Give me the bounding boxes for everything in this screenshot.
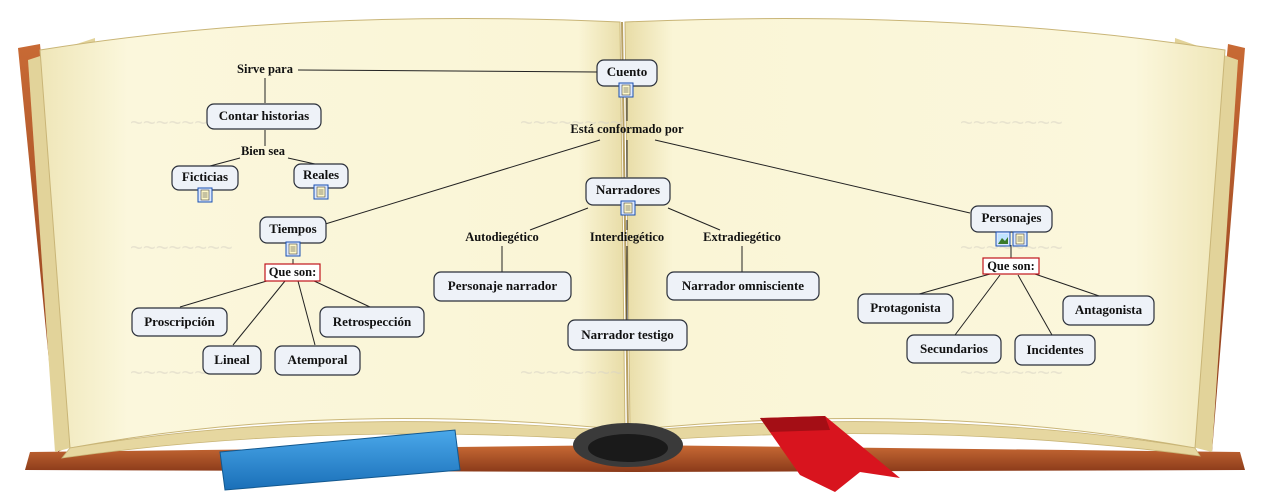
document-icon[interactable] (313, 184, 329, 200)
concept-lineal-label: Lineal (214, 352, 250, 367)
concept-contar-historias[interactable]: Contar historias (206, 103, 322, 130)
document-icon[interactable] (197, 187, 213, 203)
concept-ficticias[interactable]: Ficticias (171, 165, 239, 191)
link-label-autodiegetico: Autodiegético (465, 230, 539, 244)
concept-protagonista[interactable]: Protagonista (857, 293, 954, 324)
document-icon[interactable] (620, 200, 636, 216)
concept-narrador-omnisciente[interactable]: Narrador omnisciente (666, 271, 820, 301)
concept-personajes[interactable]: Personajes (970, 205, 1053, 233)
concept-narrador-omnisciente-label: Narrador omnisciente (682, 278, 804, 293)
concept-proscripcion[interactable]: Proscripción (131, 307, 228, 337)
connector-lines (179, 69, 1106, 346)
concept-narradores[interactable]: Narradores (585, 177, 671, 206)
concept-antagonista-label: Antagonista (1075, 302, 1143, 317)
concept-cuento-label: Cuento (607, 64, 647, 79)
concept-proscripcion-label: Proscripción (144, 314, 215, 329)
concept-incidentes-label: Incidentes (1026, 342, 1083, 357)
concept-retrospeccion-label: Retrospección (333, 314, 412, 329)
document-icon[interactable] (1012, 231, 1028, 247)
concept-narradores-label: Narradores (596, 182, 660, 197)
concept-personajes-label: Personajes (982, 210, 1042, 225)
concept-antagonista[interactable]: Antagonista (1062, 295, 1155, 326)
link-label-sirve-para: Sirve para (237, 62, 294, 76)
concept-personaje-narrador[interactable]: Personaje narrador (433, 271, 572, 302)
tiempos-que-son-label: Que son: (264, 263, 321, 282)
concept-atemporal[interactable]: Atemporal (274, 345, 361, 376)
svg-text:~~~~~~~~: ~~~~~~~~ (130, 235, 233, 260)
concept-reales-label: Reales (303, 167, 339, 182)
image-icon[interactable] (995, 231, 1011, 247)
link-label-extradiegetico: Extradiegético (703, 230, 781, 244)
concept-tiempos-label: Tiempos (269, 221, 316, 236)
concept-narrador-testigo-label: Narrador testigo (581, 327, 674, 342)
concept-protagonista-label: Protagonista (870, 300, 941, 315)
document-icon[interactable] (618, 82, 634, 98)
concept-incidentes[interactable]: Incidentes (1014, 334, 1096, 366)
concept-contar-historias-label: Contar historias (219, 108, 309, 123)
book-illustration (18, 18, 1245, 492)
tiempos-que-son-text: Que son: (269, 265, 317, 279)
concept-narrador-testigo[interactable]: Narrador testigo (567, 319, 688, 351)
document-icon[interactable] (285, 241, 301, 257)
link-label-bien-sea: Bien sea (241, 144, 286, 158)
concept-ficticias-label: Ficticias (182, 169, 228, 184)
svg-text:~~~~~~~~: ~~~~~~~~ (520, 360, 623, 385)
svg-text:~~~~~~~~: ~~~~~~~~ (960, 110, 1063, 135)
concept-cuento[interactable]: Cuento (596, 59, 658, 87)
concept-tiempos[interactable]: Tiempos (259, 216, 327, 244)
concept-reales[interactable]: Reales (293, 163, 349, 189)
link-label-interdiegetico: Interdiegético (590, 230, 664, 244)
concept-secundarios-label: Secundarios (920, 341, 988, 356)
concept-secundarios[interactable]: Secundarios (906, 334, 1002, 364)
watermarks: ~~~~~~~~ ~~~~~~~~ ~~~~~~~~ ~~~~~~~~ ~~~~… (130, 110, 1063, 385)
link-label-esta-conformado-por: Está conformado por (570, 122, 684, 136)
concept-personaje-narrador-label: Personaje narrador (448, 278, 558, 293)
personajes-que-son-label: Que son: (982, 257, 1040, 275)
personajes-que-son-text: Que son: (987, 259, 1035, 273)
concept-atemporal-label: Atemporal (288, 352, 348, 367)
concept-retrospeccion[interactable]: Retrospección (319, 306, 425, 338)
concept-lineal[interactable]: Lineal (202, 345, 262, 375)
svg-text:~~~~~~~~: ~~~~~~~~ (520, 110, 623, 135)
